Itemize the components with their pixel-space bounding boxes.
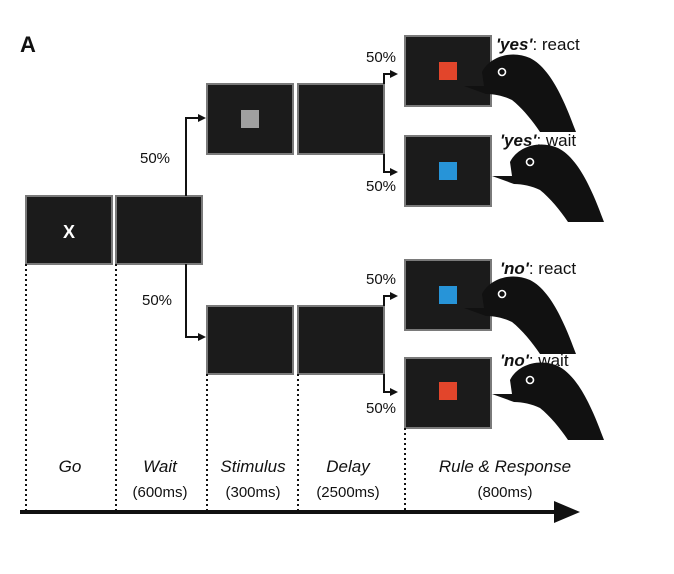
no-react-percent: 50% <box>366 271 396 288</box>
phase-duration-delay: (2500ms) <box>316 484 379 501</box>
outcome-no-react: 'no': react <box>500 259 576 278</box>
phase-label-go: Go <box>59 457 82 476</box>
phase-duration-rule-response: (800ms) <box>477 484 532 501</box>
phase-duration-wait: (600ms) <box>132 484 187 501</box>
panel-label: A <box>20 32 36 57</box>
lower-branch-arrow <box>185 264 206 341</box>
gray-stimulus-square <box>241 110 259 128</box>
upper-split-percent: 50% <box>140 150 170 167</box>
phase-dividers <box>25 264 406 510</box>
crow-waiting-icon <box>491 143 605 223</box>
yes-react-percent: 50% <box>366 49 396 66</box>
outcome-yes-react: 'yes': react <box>496 35 580 54</box>
blue-rule-square <box>439 162 457 180</box>
phase-label-wait: Wait <box>143 457 178 476</box>
outcome-no-wait: 'no': wait <box>500 351 569 370</box>
go-symbol: X <box>63 222 75 242</box>
phase-label-rule-response: Rule & Response <box>439 457 571 476</box>
yes-react-arrow <box>383 70 398 84</box>
no-wait-arrow <box>383 374 398 396</box>
upper-branch-arrow <box>185 114 206 196</box>
phase-label-stimulus: Stimulus <box>220 457 286 476</box>
delay-screen-lower <box>297 305 385 375</box>
red-rule-square <box>439 382 457 400</box>
yes-wait-percent: 50% <box>366 178 396 195</box>
outcome-yes-wait: 'yes': wait <box>500 131 576 150</box>
stimulus-screen-blank <box>206 305 294 375</box>
delay-screen-upper <box>297 83 385 155</box>
phase-label-delay: Delay <box>326 457 371 476</box>
wait-screen <box>115 195 203 265</box>
no-react-arrow <box>383 292 398 306</box>
no-wait-percent: 50% <box>366 400 396 417</box>
red-rule-square <box>439 62 457 80</box>
go-screen <box>25 195 113 265</box>
phase-duration-stimulus: (300ms) <box>225 484 280 501</box>
yes-wait-arrow <box>383 154 398 176</box>
crow-waiting-icon <box>491 361 605 441</box>
time-axis-arrowhead <box>554 501 580 523</box>
lower-split-percent: 50% <box>142 292 172 309</box>
blue-rule-square <box>439 286 457 304</box>
